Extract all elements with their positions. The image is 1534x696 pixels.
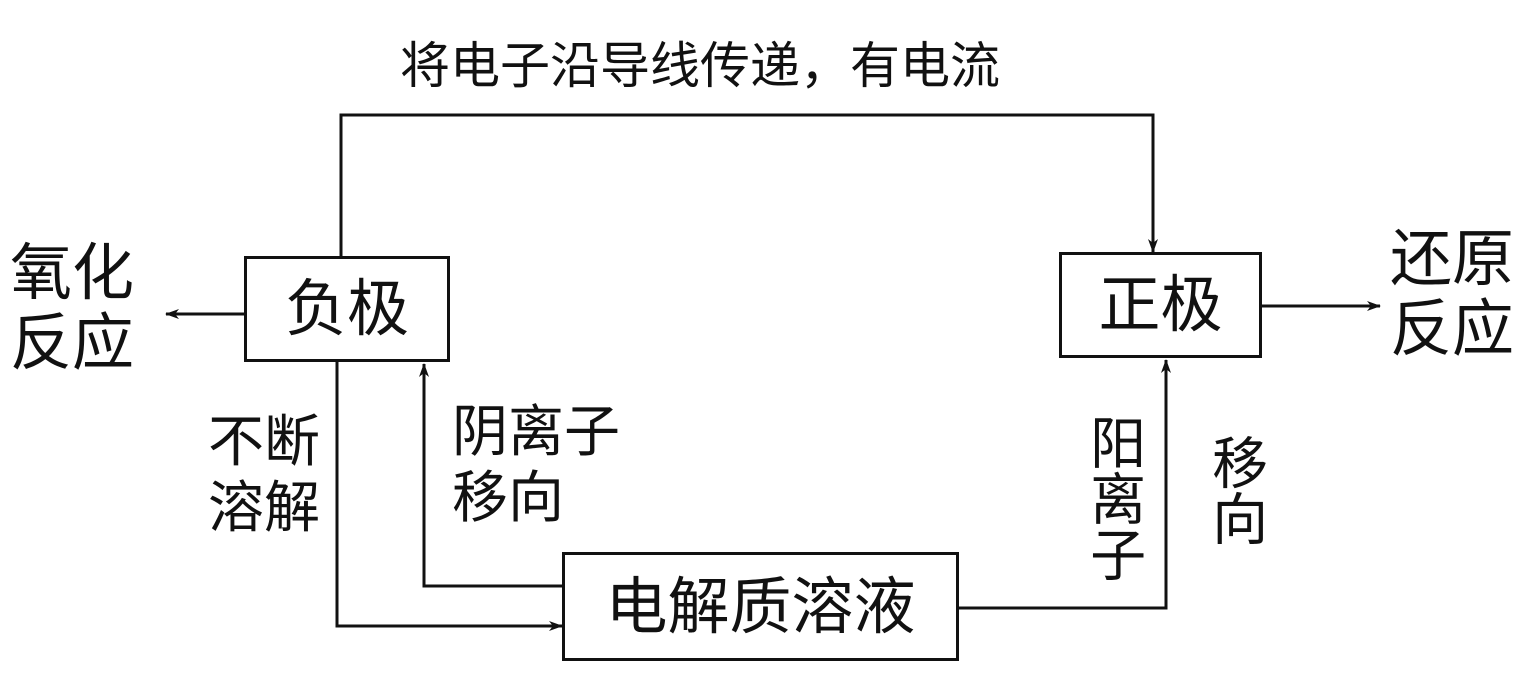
oxidation-label: 氧化 反应 — [10, 238, 134, 378]
dissolve-label: 不断 溶解 — [208, 410, 320, 542]
anion-line-2: 移向 — [452, 466, 564, 531]
anion-arrow — [419, 363, 562, 588]
move-to-label: 移向 — [1202, 434, 1268, 546]
dissolve-line-2: 溶解 — [208, 476, 320, 541]
electron-flow-label: 将电子沿导线传递，有电流 — [400, 37, 1000, 95]
anion-label: 阴离子 移向 — [452, 400, 620, 532]
electrolyte-box: 电解质溶液 — [562, 552, 959, 661]
oxidation-line-2: 反应 — [10, 306, 135, 379]
dissolve-arrow — [335, 362, 563, 631]
reduction-line-2: 反应 — [1390, 292, 1515, 365]
electron-flow-arrow — [339, 113, 1158, 256]
cation-arrow — [959, 359, 1171, 610]
electrolyte-label: 电解质溶液 — [605, 569, 916, 643]
negative-electrode-label: 负极 — [284, 272, 409, 345]
positive-electrode-box: 正极 — [1059, 252, 1262, 358]
dissolve-line-1: 不断 — [208, 410, 320, 475]
oxidation-line-1: 氧化 — [10, 236, 135, 309]
positive-electrode-label: 正极 — [1098, 268, 1223, 341]
negative-electrode-box: 负极 — [244, 256, 450, 362]
reduction-label: 还原 反应 — [1390, 224, 1514, 364]
anion-line-1: 阴离子 — [452, 400, 620, 465]
reduction-line-1: 还原 — [1390, 222, 1515, 295]
cation-label: 阳离子 — [1080, 414, 1146, 582]
